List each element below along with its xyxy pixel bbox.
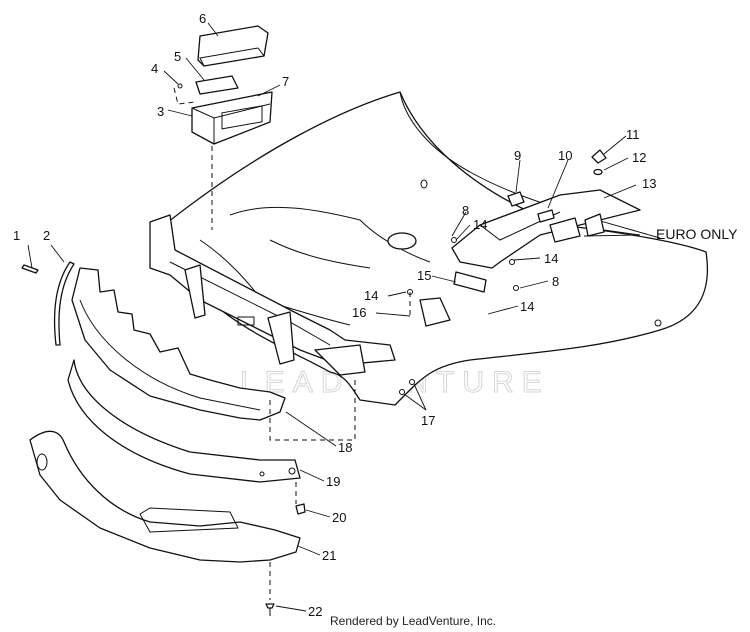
callout-7: 7 <box>282 74 289 89</box>
callout-2: 2 <box>43 228 50 243</box>
callout-8a: 8 <box>462 203 469 218</box>
callout-14d: 14 <box>473 217 487 232</box>
callout-5: 5 <box>174 49 181 64</box>
bumper-strip <box>53 261 75 346</box>
callout-9: 9 <box>514 148 521 163</box>
nose-rail <box>67 359 301 483</box>
callout-14c: 14 <box>520 299 534 314</box>
callout-labels: 1 2 3 4 5 6 7 8 8 9 10 11 12 13 14 14 14… <box>13 11 738 619</box>
front-frame <box>149 214 396 376</box>
callout-11: 11 <box>626 127 640 142</box>
callout-8b: 8 <box>552 274 559 289</box>
callout-19: 19 <box>326 474 340 489</box>
callout-18: 18 <box>338 440 352 455</box>
footer-credit: Rendered by LeadVenture, Inc. <box>330 614 497 628</box>
callout-22: 22 <box>308 604 322 619</box>
callout-3: 3 <box>157 104 164 119</box>
callout-1: 1 <box>13 228 20 243</box>
callout-10: 10 <box>558 148 572 163</box>
lower-nose <box>71 267 286 421</box>
leader-lines <box>27 22 637 612</box>
fasteners <box>21 237 519 616</box>
euro-only-label: EURO ONLY <box>656 226 738 242</box>
callout-20: 20 <box>332 510 346 525</box>
callout-14b: 14 <box>364 288 378 303</box>
callout-6: 6 <box>199 11 206 26</box>
alignment-lines <box>173 87 411 600</box>
callout-21: 21 <box>322 548 336 563</box>
callout-12: 12 <box>632 150 646 165</box>
callout-17: 17 <box>421 413 435 428</box>
callout-13: 13 <box>642 176 656 191</box>
right-side-brackets <box>419 149 641 327</box>
nose-pan <box>29 430 301 563</box>
callout-16: 16 <box>352 305 366 320</box>
callout-15: 15 <box>417 268 431 283</box>
callout-4: 4 <box>151 61 158 76</box>
battery-box-group <box>177 25 273 145</box>
callout-14a: 14 <box>544 251 558 266</box>
